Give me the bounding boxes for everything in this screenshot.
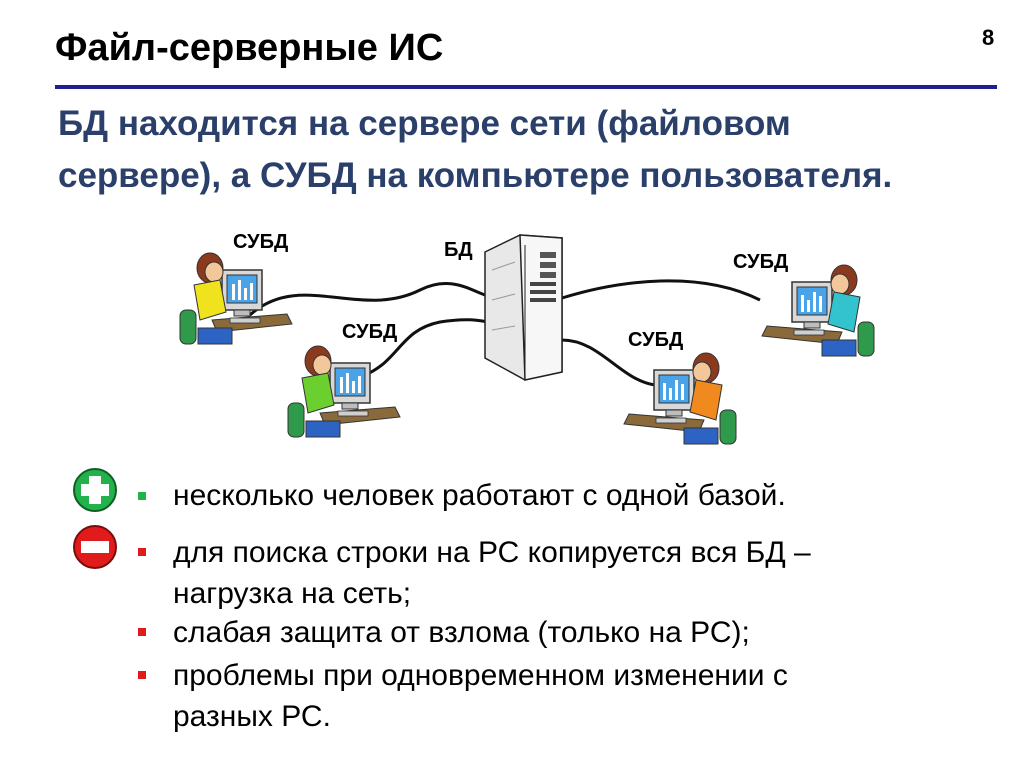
pro-item-1: несколько человек работают с одной базой… bbox=[173, 476, 993, 516]
workstation-middle-left bbox=[288, 346, 400, 437]
slide-title: Файл-серверные ИС bbox=[55, 27, 443, 70]
con-item-3-line-2: разных РС. bbox=[173, 697, 993, 737]
title-divider bbox=[55, 85, 997, 89]
cable-1 bbox=[250, 284, 485, 315]
con-item-3-line-1: проблемы при одновременном изменении с bbox=[173, 656, 993, 696]
plus-icon bbox=[72, 467, 118, 513]
con-item-1-line-1: для поиска строки на РС копируется вся Б… bbox=[173, 533, 993, 573]
network-diagram: БД СУБД СУБД СУБД СУБД bbox=[0, 210, 1024, 460]
client-label-middle-left: СУБД bbox=[342, 321, 397, 343]
bullet-marker bbox=[138, 492, 146, 500]
bullet-marker bbox=[138, 548, 146, 556]
slide-number: 8 bbox=[982, 25, 994, 51]
con-item-1-line-2: нагрузка на сеть; bbox=[173, 574, 993, 614]
workstation-bottom-right bbox=[624, 353, 736, 444]
server-label: БД bbox=[444, 239, 473, 261]
client-label-bottom-right: СУБД bbox=[628, 329, 683, 351]
client-label-top-left: СУБД bbox=[233, 231, 288, 253]
minus-icon bbox=[72, 524, 118, 570]
subtitle: БД находится на сервере сети (файловом с… bbox=[58, 98, 1018, 202]
bullet-marker bbox=[138, 628, 146, 636]
server-tower bbox=[485, 235, 562, 380]
cable-3 bbox=[562, 281, 760, 300]
con-item-2: слабая защита от взлома (только на РС); bbox=[173, 613, 993, 653]
subtitle-line-2: сервере), а СУБД на компьютере пользоват… bbox=[58, 150, 1018, 202]
bullet-marker bbox=[138, 671, 146, 679]
workstation-top-right bbox=[762, 265, 874, 356]
subtitle-line-1: БД находится на сервере сети (файловом bbox=[58, 98, 1018, 150]
client-label-top-right: СУБД bbox=[733, 251, 788, 273]
